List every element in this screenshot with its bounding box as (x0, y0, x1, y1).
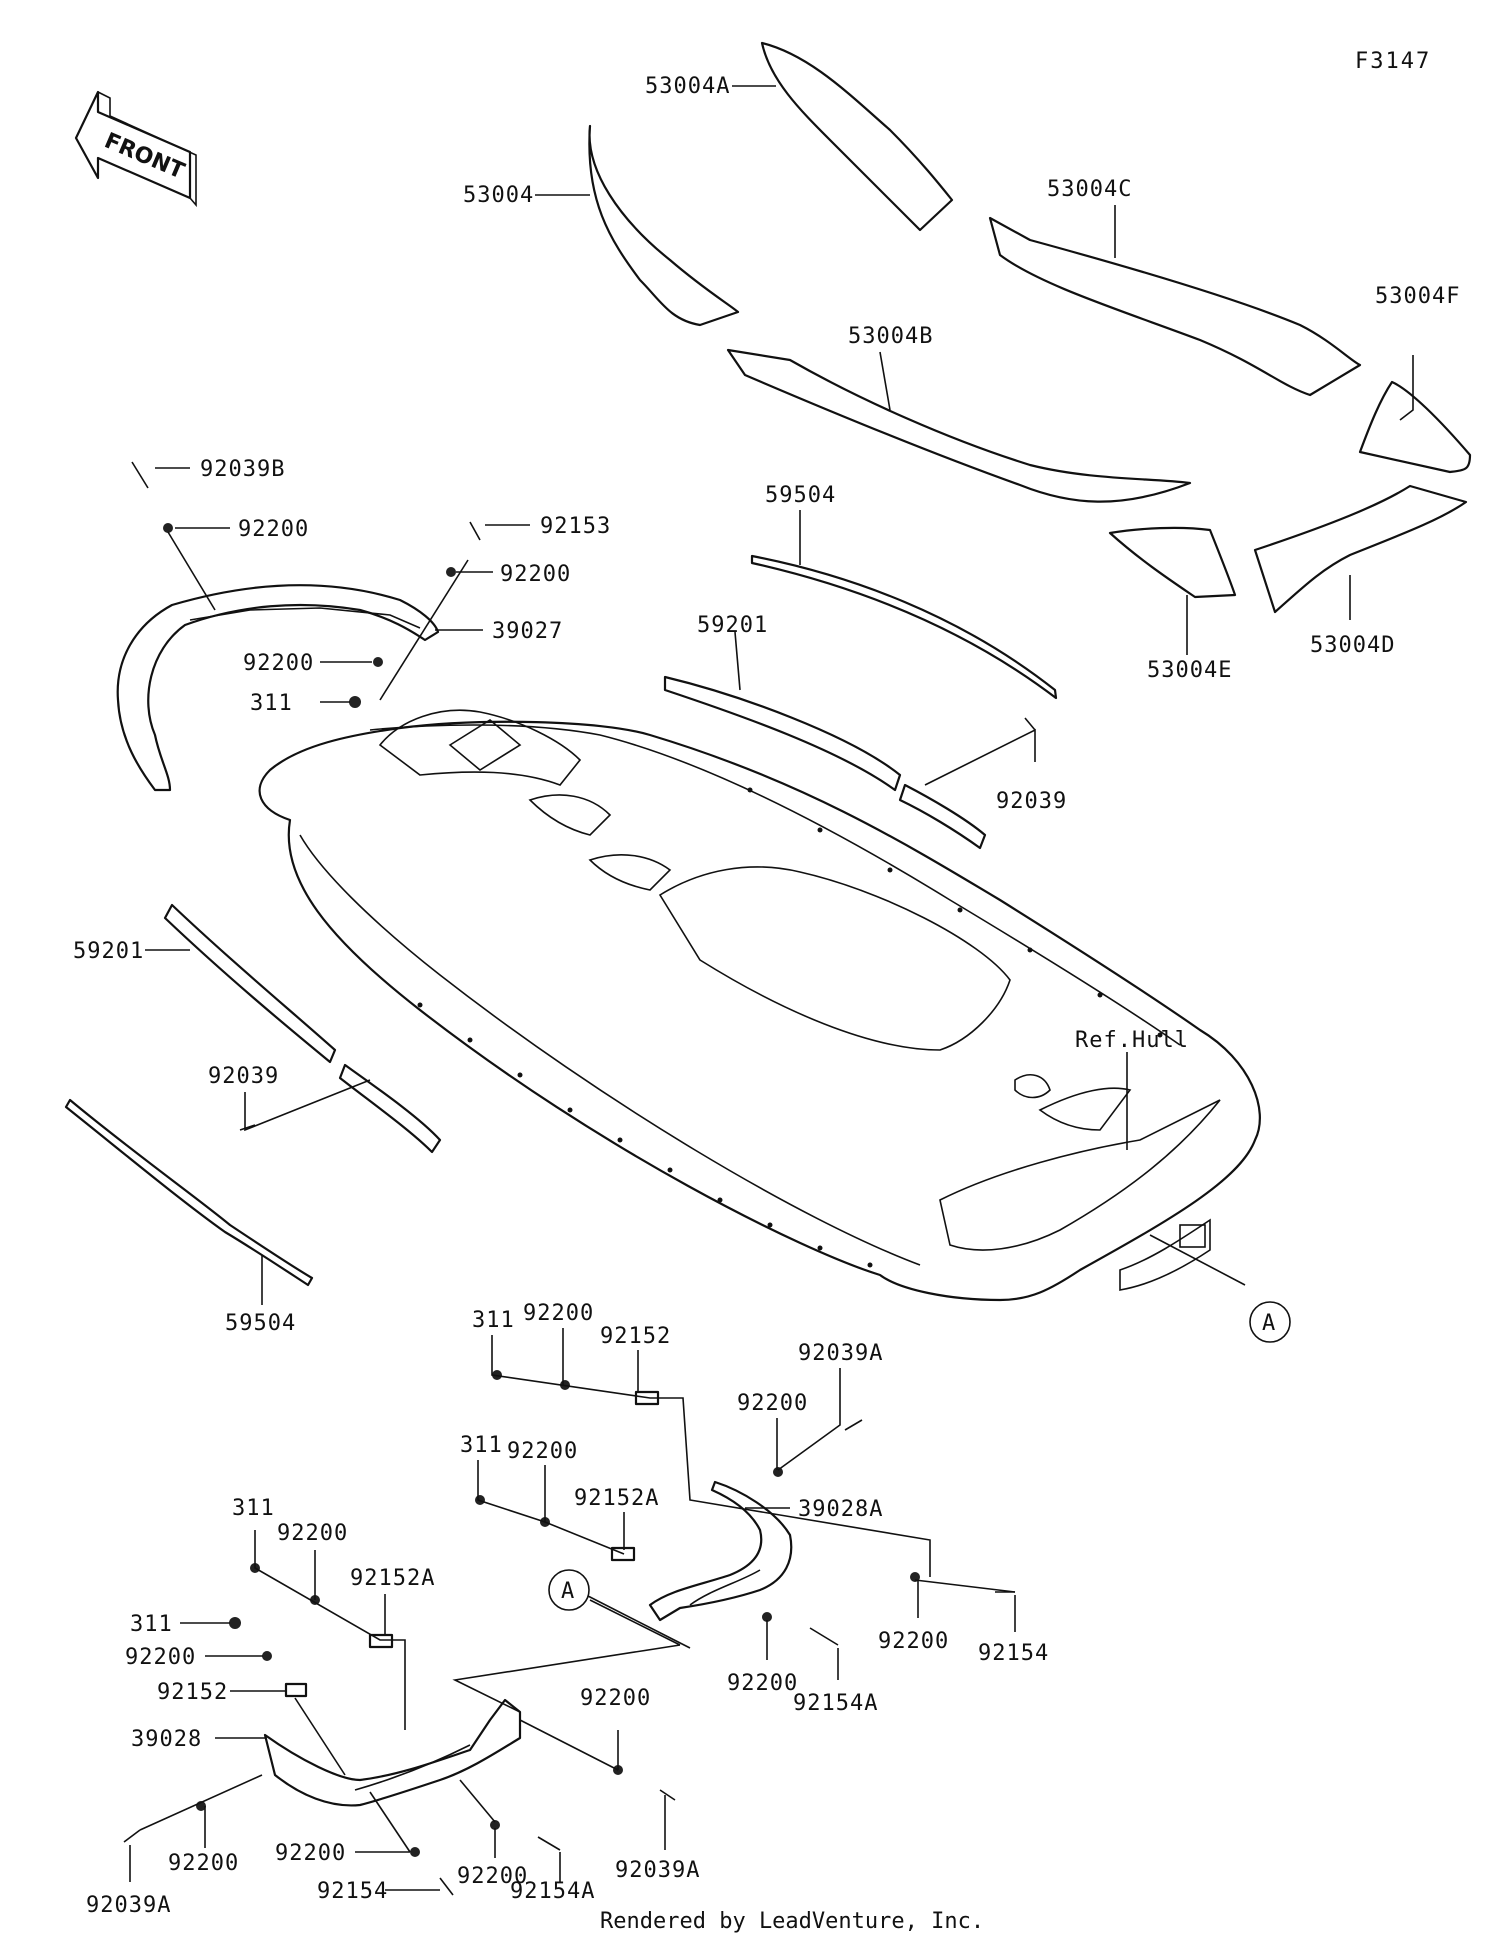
diagram-code: F3147 (1355, 49, 1431, 74)
svg-text:A: A (561, 1579, 575, 1604)
label-53004: 53004 (463, 183, 534, 208)
bumper-39028 (263, 1698, 522, 1807)
rail-59201-left (163, 903, 337, 1064)
rail-59504-top (750, 554, 1058, 700)
label-92200-l4: 92200 (168, 1851, 239, 1876)
label-92154A: 92154A (510, 1879, 595, 1904)
label-53004B: 53004B (848, 324, 933, 349)
decal-53004 (588, 124, 740, 327)
label-39028: 39028 (131, 1727, 202, 1752)
label-59201-top: 59201 (697, 613, 768, 638)
rail-59201-top (663, 675, 902, 792)
label-92200-r4: 92200 (878, 1629, 949, 1654)
label-53004C: 53004C (1047, 177, 1132, 202)
label-92200-b: 92200 (500, 562, 571, 587)
label-39028A: 39028A (798, 1497, 883, 1522)
rail-59201-top-end (898, 783, 987, 850)
label-92200-l2: 92200 (125, 1645, 196, 1670)
front-arrow-icon: FRONT (74, 90, 197, 208)
label-92200-l5: 92200 (275, 1841, 346, 1866)
label-92200-r5: 92200 (727, 1671, 798, 1696)
label-311-a: 311 (250, 691, 293, 716)
label-53004D: 53004D (1310, 633, 1395, 658)
decal-53004D (1253, 484, 1468, 614)
label-92200-l6: 92200 (457, 1864, 528, 1889)
decal-53004B (726, 348, 1192, 503)
leader-lines (129, 85, 1414, 1891)
label-92039A-l2: 92039A (86, 1893, 171, 1918)
label-92200-r1: 92200 (523, 1301, 594, 1326)
label-92152: 92152 (157, 1680, 228, 1705)
label-92152-r1: 92152 (600, 1324, 671, 1349)
decal-53004F (1358, 380, 1472, 474)
decal-53004A (760, 41, 954, 232)
label-92039-top: 92039 (996, 789, 1067, 814)
label-311-l2: 311 (130, 1612, 173, 1637)
label-53004F: 53004F (1375, 284, 1460, 309)
label-92039B: 92039B (200, 457, 285, 482)
bumper-39028A (648, 1480, 793, 1622)
bumper-39027 (116, 584, 440, 792)
label-92039A-l1: 92039A (615, 1858, 700, 1883)
label-92200-c: 92200 (243, 651, 314, 676)
label-59504-top: 59504 (765, 483, 836, 508)
label-92154-r1: 92154 (978, 1641, 1049, 1666)
part-labels: 53004A 53004 53004C 53004B 53004F 53004E… (73, 74, 1460, 1918)
reference-marker-a-bumper: A (548, 1569, 691, 1649)
decal-53004E (1108, 526, 1237, 599)
hull-outline (258, 709, 1261, 1302)
label-53004A: 53004A (645, 74, 730, 99)
label-92200-a: 92200 (238, 517, 309, 542)
label-92039A-r1: 92039A (798, 1341, 883, 1366)
decal-53004C (988, 216, 1362, 397)
label-92154A-r1: 92154A (793, 1691, 878, 1716)
label-311-r1: 311 (472, 1308, 515, 1333)
label-92153: 92153 (540, 514, 611, 539)
footer-credit: Rendered by LeadVenture, Inc. (600, 1909, 984, 1934)
hull-rivets (417, 787, 1163, 1268)
label-92200-r3: 92200 (507, 1439, 578, 1464)
label-92039-left: 92039 (208, 1064, 279, 1089)
reference-marker-a-hull: A (1249, 1301, 1291, 1343)
label-53004E: 53004E (1147, 658, 1232, 683)
label-92154: 92154 (317, 1879, 388, 1904)
label-59201-left: 59201 (73, 939, 144, 964)
label-39027: 39027 (492, 619, 563, 644)
label-92152A: 92152A (350, 1566, 435, 1591)
label-ref-hull: Ref.Hull (1075, 1028, 1189, 1053)
label-92200-r2: 92200 (737, 1391, 808, 1416)
rail-59504-left (64, 1098, 314, 1287)
label-92200-l3: 92200 (580, 1686, 651, 1711)
label-92200-l1: 92200 (277, 1521, 348, 1546)
label-59504-left: 59504 (225, 1311, 296, 1336)
svg-text:A: A (1262, 1311, 1276, 1336)
label-311-l1: 311 (232, 1496, 275, 1521)
label-92152A-r1: 92152A (574, 1486, 659, 1511)
rail-59201-left-end (338, 1063, 442, 1154)
label-311-r2: 311 (460, 1433, 503, 1458)
